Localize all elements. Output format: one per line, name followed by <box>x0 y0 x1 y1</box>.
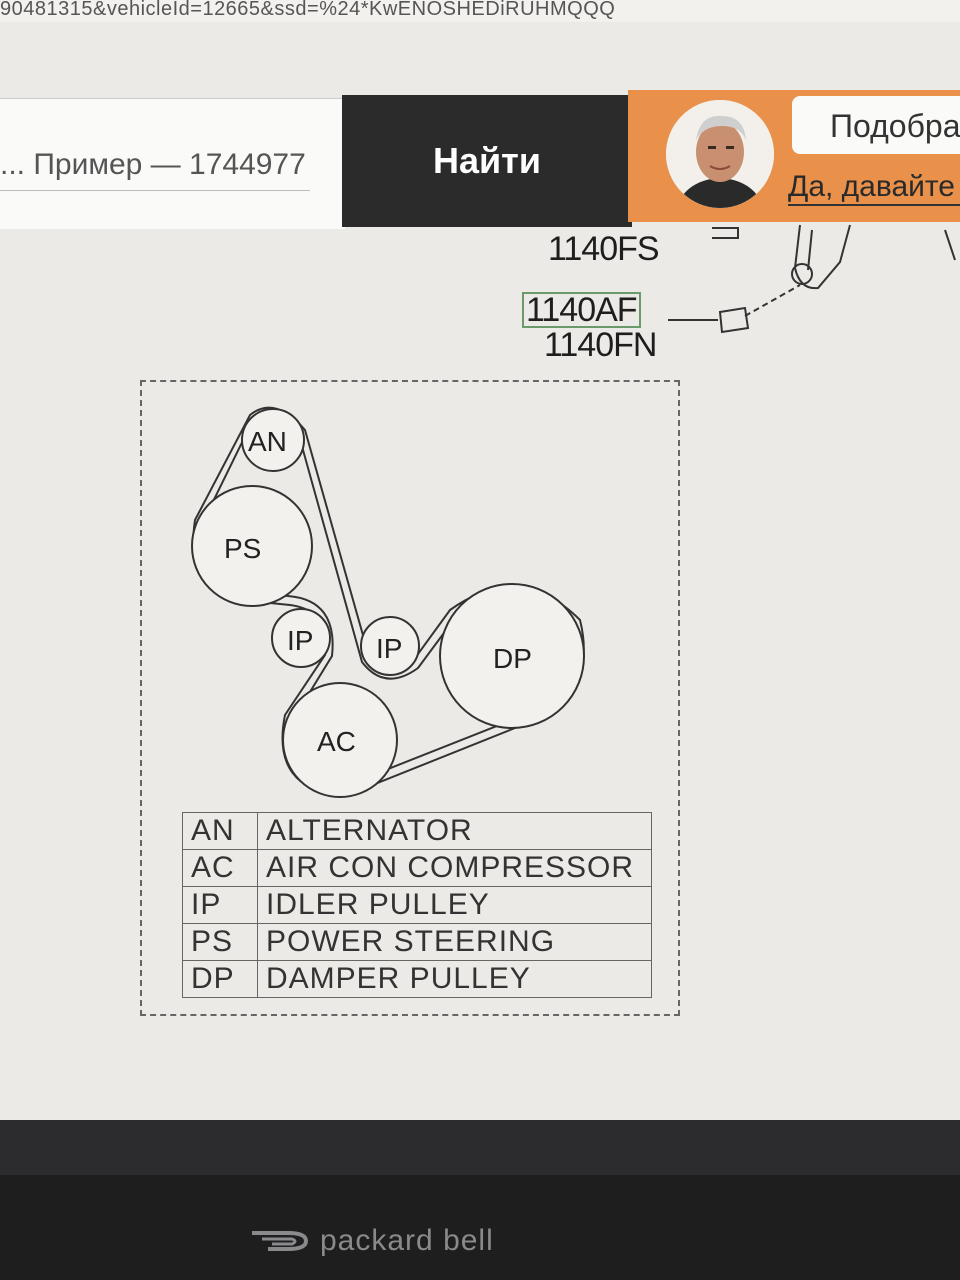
legend-row: PS POWER STEERING <box>182 923 652 961</box>
chat-reply-underline <box>788 204 960 206</box>
legend-row: AC AIR CON COMPRESSOR <box>182 849 652 887</box>
part-code-1140fn[interactable]: 1140FN <box>544 326 657 364</box>
idler-pulley-left <box>271 608 331 668</box>
bracket-drawing <box>668 224 956 334</box>
monitor-brand-logo: packard bell <box>248 1224 494 1258</box>
pulley-label-ac: AC <box>317 726 356 757</box>
search-bar[interactable] <box>0 98 345 229</box>
parts-diagram: 1140FS 1140AF 1140FN AN PS IP IP DP AC A… <box>140 224 956 1016</box>
legend-abbr: PS <box>182 923 258 961</box>
legend-abbr: DP <box>182 960 258 998</box>
legend-name: ALTERNATOR <box>257 812 652 850</box>
chat-reply-link[interactable]: Да, давайте <box>788 170 955 203</box>
pulley-label-ps: PS <box>224 533 261 564</box>
pulley-label-an: AN <box>248 426 287 457</box>
legend-name: DAMPER PULLEY <box>257 960 652 998</box>
legend-row: DP DAMPER PULLEY <box>182 960 652 998</box>
pulley-label-dp: DP <box>493 643 532 674</box>
brand-name: packard bell <box>320 1224 494 1257</box>
packard-bell-logo-icon <box>252 1231 309 1251</box>
legend-row: IP IDLER PULLEY <box>182 886 652 924</box>
url-text: 90481315&vehicleId=12665&ssd=%24*KwENOSH… <box>0 0 616 20</box>
pulley-label-ip-right: IP <box>376 633 402 664</box>
search-input[interactable]: ... Пример — 1744977 <box>0 148 306 181</box>
belt-diagram-frame <box>140 380 680 1016</box>
person-avatar-icon <box>666 100 774 208</box>
legend-abbr: IP <box>182 886 258 924</box>
alternator-pulley <box>241 408 305 472</box>
part-code-1140af[interactable]: 1140AF <box>522 292 641 328</box>
idler-pulley-right <box>360 616 420 676</box>
damper-pulley <box>439 583 585 729</box>
search-underline <box>0 190 310 191</box>
pulley-legend-table: AN ALTERNATOR AC AIR CON COMPRESSOR IP I… <box>182 812 652 998</box>
chat-message-bubble <box>792 96 960 154</box>
legend-row: AN ALTERNATOR <box>182 812 652 850</box>
legend-abbr: AN <box>182 812 258 850</box>
legend-name: IDLER PULLEY <box>257 886 652 924</box>
ac-compressor-pulley <box>282 682 398 798</box>
belt-routing-diagram: AN PS IP IP DP AC <box>191 406 585 798</box>
find-button[interactable]: Найти <box>342 95 632 227</box>
browser-url-bar[interactable]: 90481315&vehicleId=12665&ssd=%24*KwENOSH… <box>0 0 960 22</box>
legend-name: AIR CON COMPRESSOR <box>257 849 652 887</box>
legend-name: POWER STEERING <box>257 923 652 961</box>
pulley-label-ip-left: IP <box>287 625 313 656</box>
assistant-avatar <box>666 100 774 208</box>
power-steering-pulley <box>191 485 313 607</box>
monitor-bezel-edge <box>0 1120 960 1175</box>
part-code-1140fs[interactable]: 1140FS <box>548 230 660 268</box>
chat-message-text: Подобра <box>830 108 960 144</box>
legend-abbr: AC <box>182 849 258 887</box>
